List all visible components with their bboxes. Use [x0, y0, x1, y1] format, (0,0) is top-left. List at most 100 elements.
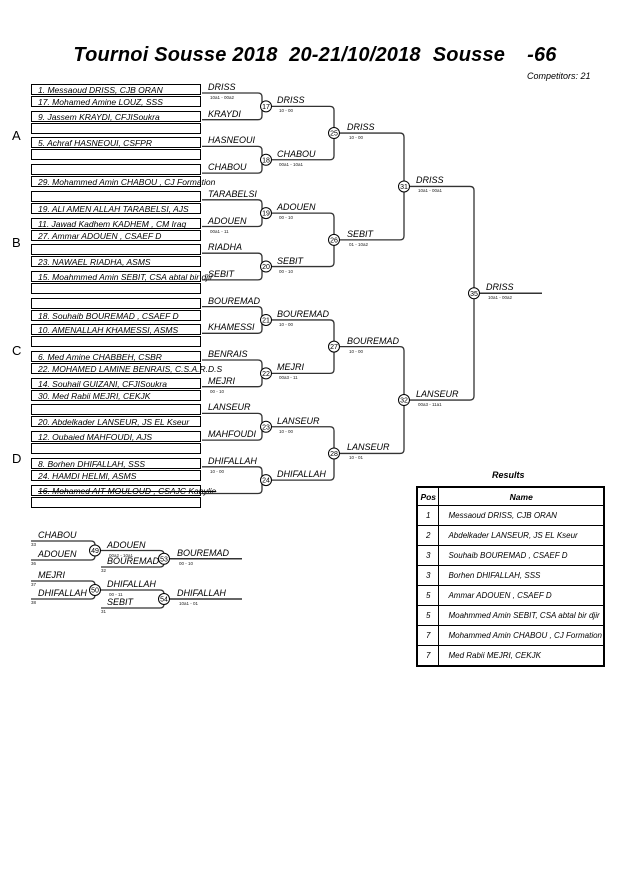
match-node: 20	[260, 260, 272, 273]
competitor-slot: 27. Ammar ADOUEN , CSAEF D	[31, 229, 201, 241]
competitor-slot: 15. Moahmmed Amin SEBIT, CSA abtal bir d…	[31, 270, 213, 282]
match-node: 18	[260, 153, 272, 166]
round1-name: KHAMESSI	[208, 322, 255, 333]
competitor-slot	[31, 122, 201, 134]
competitor-slot	[31, 404, 201, 416]
match-node-circle	[398, 180, 410, 193]
competitor-slot: 12. Oubaied MAHFOUDI, AJS	[31, 431, 201, 443]
round2-score: 00 - 10	[279, 268, 294, 274]
results-name: Mohammed Amin CHABOU , CJ Formation	[438, 625, 605, 646]
competitor-slot	[31, 443, 201, 455]
match-node: 32	[398, 394, 410, 407]
competitor-slot	[31, 496, 201, 508]
bronze-node-circle	[158, 593, 170, 605]
round3-bracket-line	[334, 346, 405, 455]
repechage-round1-score: 00a2 - 10a1	[109, 552, 134, 558]
results-pos: 7	[416, 645, 440, 667]
competitor-slot: 23. NAWAEL RIADHA, ASMS	[31, 256, 201, 268]
repechage-entry-seed: 36	[31, 561, 37, 566]
match-node-circle	[398, 394, 410, 407]
competitor-slot: 22. MOHAMED LAMINE BENRAIS, C.S.A.R.D.S	[31, 363, 222, 374]
semifinal-score: 00a3 - 11a1	[418, 402, 442, 408]
match-node-circle	[260, 260, 272, 273]
results-title: Results	[492, 470, 525, 480]
repechage-round1-name: ADOUEN	[107, 539, 146, 550]
bronze-node-circle	[158, 552, 170, 565]
round1-score: 10 - 00	[210, 468, 225, 474]
final-node-number: 35	[470, 291, 478, 298]
round1-score: 00a1 - 11	[210, 228, 229, 234]
repechage-entry-name: CHABOU	[38, 530, 77, 540]
round2-name: CHABOU	[277, 148, 316, 159]
results-header-name: Name	[438, 486, 605, 506]
round1-name: DHIFALLAH	[208, 455, 257, 466]
round1-name: MEJRI	[208, 375, 235, 386]
competitor-slot: 11. Jawad Kadhem KADHEM , CM Iraq	[31, 217, 201, 229]
final-node: 35	[468, 287, 480, 300]
repechage-crossover-seed: 32	[101, 568, 107, 573]
match-node-number: 23	[262, 424, 270, 431]
competitor-slot: 16. Mohamed AIT MOULOUD , CSAJC Kabylie	[31, 484, 216, 496]
pool-label-c: C	[12, 343, 22, 358]
match-node-circle	[260, 367, 272, 380]
round3-name: LANSEUR	[347, 442, 390, 453]
round2-name: DRISS	[277, 95, 305, 106]
results-pos: 5	[416, 605, 440, 626]
round1-name: BENRAIS	[208, 349, 248, 359]
competitor-slot	[31, 190, 201, 202]
match-node-number: 20	[262, 264, 270, 271]
competitor-slot	[31, 336, 201, 348]
competitor-slot	[31, 149, 201, 161]
round2-score: 10 - 00	[279, 428, 294, 434]
round1-name: BOUREMAD	[208, 295, 261, 306]
title-location: Sousse	[432, 44, 506, 66]
round1-name: KRAYDI	[208, 108, 241, 119]
repechage-node-circle	[89, 584, 101, 596]
results-name: Med Rabii MEJRI, CEKJK	[438, 645, 605, 667]
pool-label-a: A	[12, 128, 21, 143]
match-node-number: 27	[330, 344, 338, 351]
repechage-crossover-name: BOUREMAD	[107, 556, 160, 566]
match-node: 28	[328, 447, 340, 460]
match-node-circle	[260, 420, 272, 433]
competitor-slot: 30. Med Rabii MEJRI, CEKJK	[31, 389, 201, 401]
round2-name: ADOUEN	[277, 202, 316, 213]
round3-score: 10 - 01	[349, 455, 364, 461]
repechage-node: 49	[89, 544, 101, 557]
final-score: 10a1 - 00a2	[488, 295, 513, 301]
round1-name: DRISS	[208, 82, 236, 92]
round1-name: ADOUEN	[208, 215, 247, 226]
competitor-slot: 6. Med Amine CHABBEH, CSBR	[31, 351, 201, 362]
repechage-crossover-name: SEBIT	[107, 597, 134, 607]
round2-name: MEJRI	[277, 362, 304, 373]
match-node-number: 26	[330, 237, 338, 244]
title-category: -66	[527, 44, 557, 66]
round1-name: TARABELSI	[208, 188, 257, 199]
round1-name: MAHFOUDI	[208, 429, 256, 440]
match-node-circle	[260, 207, 272, 220]
match-node-number: 24	[262, 478, 270, 485]
match-node: 24	[260, 474, 272, 487]
repechage-entry-name: MEJRI	[38, 570, 65, 580]
competitor-slot: 19. ALI AMEN ALLAH TARABELSI, AJS	[31, 202, 201, 214]
round3-score: 10 - 00	[349, 135, 364, 141]
competitor-slot: 5. Achraf HASNEOUI, CSFPR	[31, 137, 201, 149]
round1-name: LANSEUR	[208, 402, 251, 413]
round1-name: SEBIT	[208, 268, 235, 279]
semifinal-score: 10a1 - 00a1	[418, 188, 443, 194]
match-node: 25	[328, 127, 340, 140]
competitor-slot	[31, 282, 201, 294]
match-node: 17	[260, 100, 272, 113]
repechage-entry-name: ADOUEN	[38, 549, 77, 559]
competitor-slot: 29. Mohammed Amin CHABOU , CJ Formation	[31, 176, 215, 188]
results-name: Borhen DHIFALLAH, SSS	[438, 565, 605, 586]
match-node: 31	[398, 180, 410, 193]
repechage-node-number: 50	[91, 588, 99, 595]
bronze-node-number: 54	[160, 597, 168, 604]
match-node: 23	[260, 420, 272, 433]
